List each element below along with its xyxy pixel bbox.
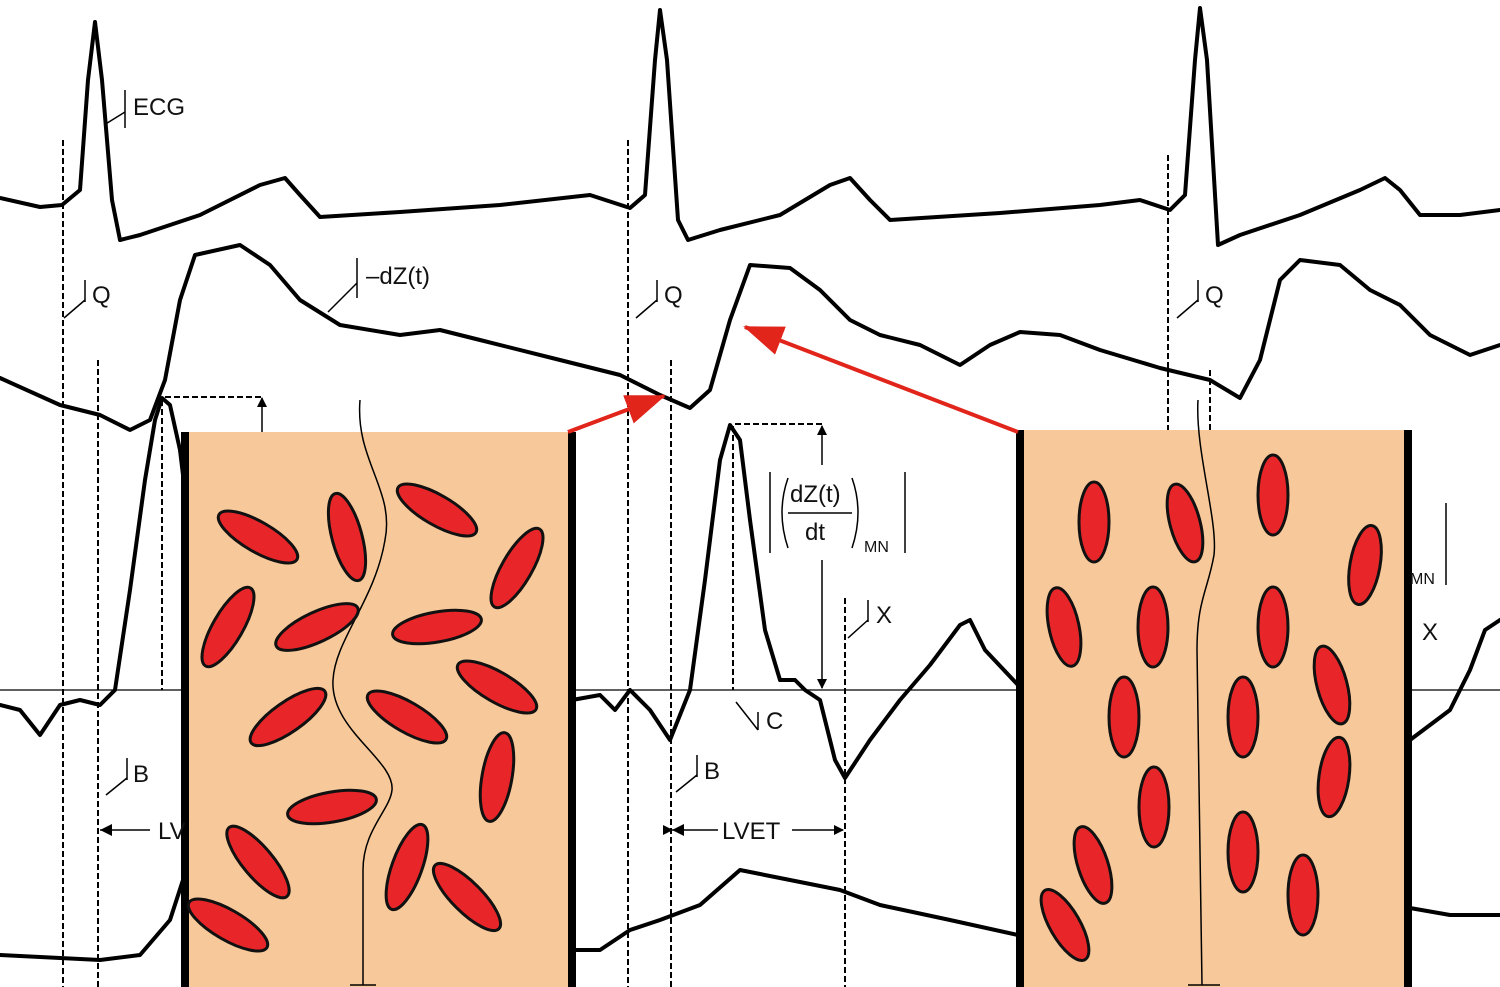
mn-label-right: MN <box>1410 571 1435 588</box>
red-blood-cell <box>1072 825 1114 905</box>
red-blood-cell <box>1165 482 1205 564</box>
red-blood-cell <box>186 897 270 953</box>
blood-vessel-aligned <box>1016 399 1412 987</box>
ecg-label: ECG <box>133 94 185 121</box>
lv-label-partial: LV <box>158 818 186 845</box>
dzdt-trace <box>0 396 188 737</box>
q-label-2: Q <box>664 282 683 309</box>
b-label-2: B <box>704 758 720 785</box>
bottom-trace <box>0 878 185 962</box>
red-blood-cell <box>1045 586 1083 668</box>
c-label: C <box>766 708 783 735</box>
red-blood-cell <box>384 822 430 912</box>
timing-markers <box>62 140 1211 987</box>
red-blood-cell <box>225 824 291 900</box>
red-blood-cell <box>1136 585 1170 669</box>
red-blood-cell <box>455 659 539 715</box>
red-blood-cell <box>1256 453 1290 537</box>
red-blood-cell <box>395 482 479 538</box>
red-blood-cell <box>478 731 516 823</box>
blood-vessel-turbulent <box>181 399 576 987</box>
dzdt-max-formula: dZ(t) dt MN <box>781 477 889 556</box>
red-blood-cell <box>274 602 360 652</box>
x-label-2: X <box>1422 619 1438 646</box>
red-blood-cell <box>1256 585 1290 669</box>
red-blood-cell <box>1226 810 1260 894</box>
red-blood-cell <box>216 509 300 565</box>
red-blood-cell <box>1312 644 1352 726</box>
lvet-label: LVET <box>722 818 781 845</box>
red-blood-cell <box>286 788 378 826</box>
red-blood-cell <box>391 608 483 646</box>
red-blood-cell <box>1347 524 1383 606</box>
negative-dz-trace <box>0 243 1500 432</box>
formula-denominator: dt <box>805 519 825 546</box>
red-blood-cell <box>1316 735 1352 819</box>
red-blood-cell <box>431 861 503 933</box>
b-label-1: B <box>133 761 149 788</box>
red-blood-cell <box>1286 853 1320 937</box>
red-arrow-turbulent <box>567 394 666 434</box>
red-blood-cell <box>1077 480 1111 564</box>
red-blood-cell <box>365 689 449 745</box>
label-leaders <box>63 90 1447 796</box>
red-blood-cell <box>200 585 256 669</box>
red-blood-cell <box>1039 888 1091 962</box>
q-label-1: Q <box>92 282 111 309</box>
red-blood-cell <box>326 491 368 583</box>
red-blood-cell <box>1107 675 1141 759</box>
formula-numerator: dZ(t) <box>790 481 841 508</box>
x-label-1: X <box>876 602 892 629</box>
red-blood-cell <box>248 686 328 748</box>
q-label-3: Q <box>1205 282 1224 309</box>
red-blood-cell <box>1226 675 1260 759</box>
negative-dz-label: –dZ(t) <box>366 263 430 290</box>
red-blood-cell <box>489 526 545 610</box>
red-arrow-aligned <box>743 325 1019 434</box>
ecg-trace <box>0 6 1500 247</box>
red-blood-cell <box>1137 765 1171 849</box>
formula-subscript: MN <box>864 539 889 556</box>
